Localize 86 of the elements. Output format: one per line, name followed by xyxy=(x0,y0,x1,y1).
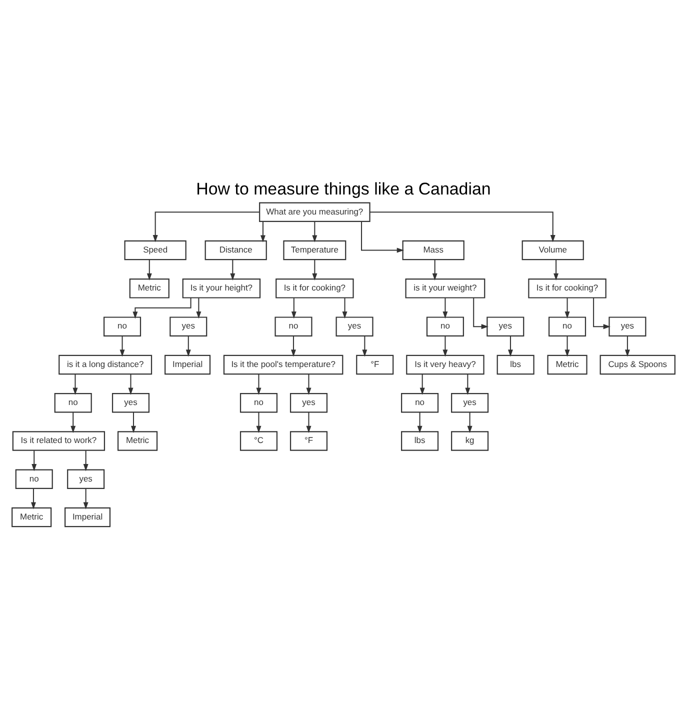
arrow xyxy=(442,336,448,357)
arrow xyxy=(128,374,134,395)
node-box: °F xyxy=(356,354,394,375)
arrow xyxy=(564,336,570,357)
node-box: Mass xyxy=(402,240,464,260)
node-box: Speed xyxy=(124,240,186,260)
node-box: yes xyxy=(170,316,208,336)
node-box: yes xyxy=(608,316,646,336)
node-box: Is it very heavy? xyxy=(406,354,484,375)
arrow xyxy=(306,374,312,395)
node-box: Metric xyxy=(117,431,158,451)
node-box: yes xyxy=(451,392,489,413)
arrow xyxy=(30,488,36,510)
arrow xyxy=(508,336,513,357)
node-box: Cups & Spoons xyxy=(600,354,676,375)
arrow xyxy=(554,260,559,280)
node-box: Metric xyxy=(547,354,588,375)
node-box: Is it for cooking? xyxy=(276,278,354,298)
node-box: lbs xyxy=(401,431,439,451)
node-box: Is it related to work? xyxy=(12,431,106,451)
arrow xyxy=(342,298,348,319)
arrow xyxy=(442,298,448,319)
arrow xyxy=(256,412,262,434)
arrow xyxy=(32,450,37,472)
arrow xyxy=(432,260,438,280)
arrow xyxy=(291,298,296,319)
arrow xyxy=(312,222,318,242)
arrow xyxy=(467,412,472,434)
arrow xyxy=(306,412,312,434)
node-box: Metric xyxy=(129,278,170,298)
node-box: yes xyxy=(112,392,150,413)
arrow xyxy=(420,374,425,395)
node-box: Temperature xyxy=(283,240,346,260)
arrow xyxy=(132,298,192,319)
arrow xyxy=(473,298,488,330)
arrow xyxy=(593,298,610,330)
node-box: yes xyxy=(486,316,524,336)
arrow xyxy=(120,336,125,357)
arrow xyxy=(624,336,630,357)
arrow xyxy=(256,374,262,395)
node-box: no xyxy=(274,316,312,336)
node-box: Is it the pool's temperature? xyxy=(223,354,344,375)
node-box: yes xyxy=(336,316,374,336)
node-box: °F xyxy=(290,431,328,451)
arrow xyxy=(196,298,202,319)
node-box: no xyxy=(426,316,464,336)
node-box: no xyxy=(548,316,586,336)
arrow xyxy=(362,336,368,357)
node-box: Imperial xyxy=(164,354,211,375)
node-box: Distance xyxy=(204,240,267,260)
node-box: no xyxy=(15,469,53,490)
node-box: no xyxy=(104,316,142,336)
arrow xyxy=(260,222,266,242)
node-box: is it a long distance? xyxy=(58,354,152,375)
arrow xyxy=(312,260,318,280)
arrow xyxy=(70,412,76,434)
node-box: Volume xyxy=(522,240,584,260)
node-box: lbs xyxy=(496,354,534,375)
arrow xyxy=(361,222,404,253)
arrow xyxy=(230,260,236,280)
node-box: no xyxy=(401,392,439,413)
arrow xyxy=(83,488,88,510)
arrow xyxy=(146,260,152,280)
arrow xyxy=(83,450,88,472)
arrow xyxy=(291,336,296,357)
arrow xyxy=(72,374,78,395)
node-box: yes xyxy=(67,469,105,490)
node-box: no xyxy=(240,392,278,413)
node-box: yes xyxy=(290,392,328,413)
arrow xyxy=(417,412,422,434)
node-box: °C xyxy=(240,431,278,451)
node-box: Is it your height? xyxy=(182,278,261,298)
node-box: is it your weight? xyxy=(405,278,486,298)
node-box: What are you measuring? xyxy=(259,202,370,222)
arrow xyxy=(152,212,260,242)
node-box: Is it for cooking? xyxy=(528,278,606,298)
node-box: kg xyxy=(451,431,489,451)
node-box: Metric xyxy=(12,507,52,528)
node-box: no xyxy=(54,392,92,413)
arrow xyxy=(465,374,470,395)
arrow xyxy=(186,336,191,357)
arrow xyxy=(564,298,570,319)
diagram-title: How to measure things like a Canadian xyxy=(196,179,491,198)
arrow xyxy=(370,212,556,242)
arrow xyxy=(131,412,136,434)
node-box: Imperial xyxy=(64,507,111,528)
